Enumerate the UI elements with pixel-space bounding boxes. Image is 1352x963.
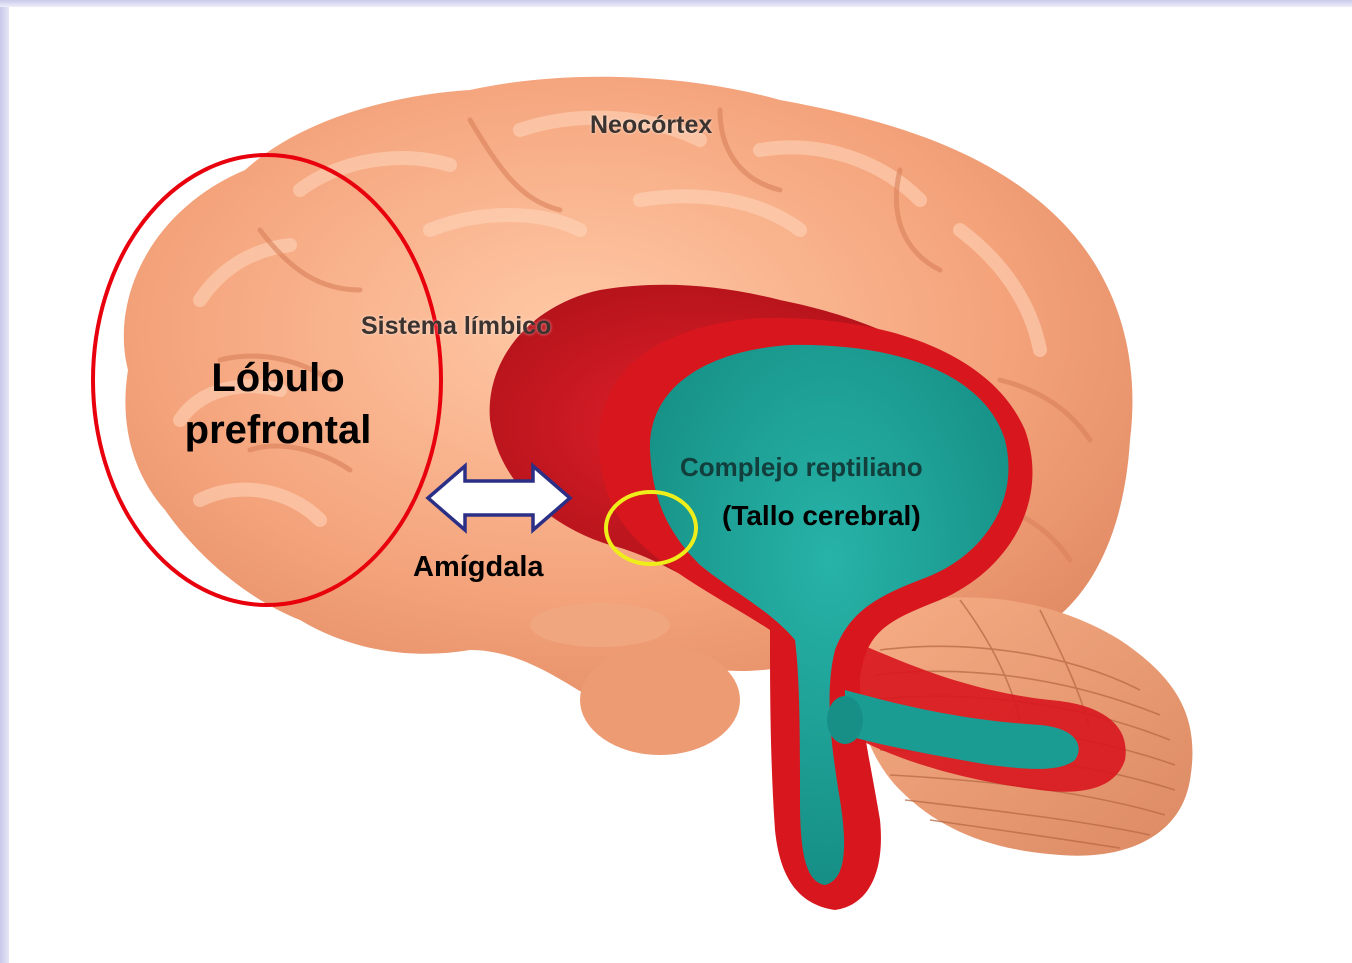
temporal-lobe [580,645,740,755]
pons-bulge [530,603,670,647]
label-lobulo-line2: prefrontal [128,404,428,456]
label-lobulo-line1: Lóbulo [128,352,428,404]
label-sistema-limbico: Sistema límbico [361,312,551,341]
label-tallo-cerebral: (Tallo cerebral) [722,500,921,532]
medulla-bulge [827,696,863,744]
label-neocortex: Neocórtex [590,111,712,140]
label-lobulo-prefrontal: Lóbulo prefrontal [128,352,428,456]
label-complejo-reptiliano: Complejo reptiliano [680,452,923,483]
label-amigdala: Amígdala [413,551,544,584]
